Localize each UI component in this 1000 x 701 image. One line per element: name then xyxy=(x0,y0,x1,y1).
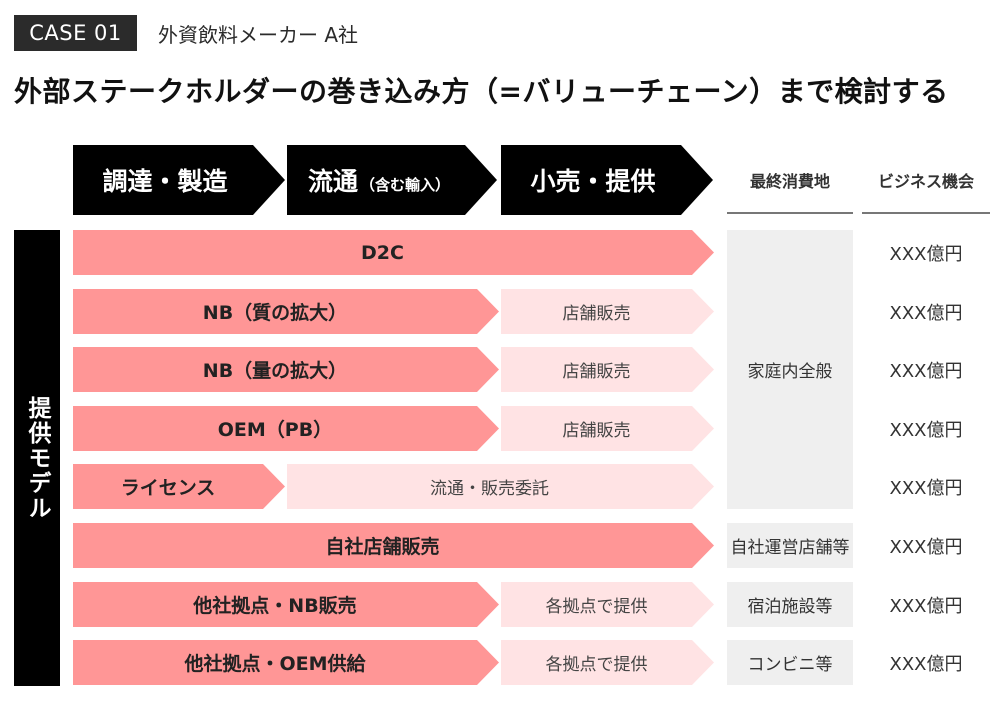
column-divider xyxy=(727,212,853,214)
model-arrow-oem-pb: OEM（PB） xyxy=(73,406,499,451)
consumption-label: 宿泊施設等 xyxy=(747,597,833,617)
retail-label: 流通・販売委託 xyxy=(430,479,549,499)
model-label: ライセンス xyxy=(120,477,216,499)
consumption-label: 家庭内全般 xyxy=(747,362,833,382)
side-label: 提供モデル xyxy=(24,395,50,521)
opportunity-value: XXX億円 xyxy=(889,595,963,617)
stage-distribution: 流通 （含む輸入） xyxy=(287,145,497,215)
model-label: 他社拠点・NB販売 xyxy=(193,595,357,617)
consumption-cell: 自社運営店舗等 xyxy=(727,523,853,568)
opportunity-value: XXX億円 xyxy=(889,243,963,265)
consumption-cell: 家庭内全般 xyxy=(727,230,853,509)
model-label: NB（量の拡大） xyxy=(202,360,348,382)
retail-arrow: 各拠点で提供 xyxy=(501,582,714,627)
model-label: 自社店舗販売 xyxy=(325,536,440,558)
side-label-bar: 提供モデル xyxy=(14,230,60,686)
model-label: 他社拠点・OEM供給 xyxy=(184,653,366,675)
model-arrow-nb-quality: NB（質の拡大） xyxy=(73,289,499,334)
column-header-opportunity: ビジネス機会 xyxy=(877,172,974,191)
model-label: D2C xyxy=(361,241,404,264)
model-arrow-d2c: D2C xyxy=(73,230,714,275)
model-arrow-own-store: 自社店舗販売 xyxy=(73,523,714,568)
stage-label: 調達・製造 xyxy=(102,167,228,196)
retail-arrow: 店舗販売 xyxy=(501,289,714,334)
model-label: OEM（PB） xyxy=(217,419,333,441)
stage-label: 流通 xyxy=(307,167,358,196)
retail-label: 店舗販売 xyxy=(562,304,631,324)
page-title: 外部ステークホルダーの巻き込み方（=バリューチェーン）まで検討する xyxy=(14,75,949,108)
model-arrow-nb-volume: NB（量の拡大） xyxy=(73,347,499,392)
stage-label: 小売・提供 xyxy=(530,167,656,196)
opportunity-value: XXX億円 xyxy=(889,536,963,558)
consumption-cell: 宿泊施設等 xyxy=(727,582,853,627)
model-label: NB（質の拡大） xyxy=(202,302,348,324)
consumption-cell: コンビニ等 xyxy=(727,640,853,685)
case-badge: CASE 01 xyxy=(14,15,137,51)
opportunity-value: XXX億円 xyxy=(889,653,963,675)
retail-arrow: 店舗販売 xyxy=(501,406,714,451)
retail-arrow: 流通・販売委託 xyxy=(287,464,714,509)
stage-sublabel: （含む輸入） xyxy=(360,176,451,194)
column-header-consumption: 最終消費地 xyxy=(749,172,830,191)
opportunity-value: XXX億円 xyxy=(889,302,963,324)
model-arrow-partner-nb: 他社拠点・NB販売 xyxy=(73,582,499,627)
retail-arrow: 各拠点で提供 xyxy=(501,640,714,685)
column-divider xyxy=(862,212,990,214)
model-arrow-license: ライセンス xyxy=(73,464,285,509)
model-arrow-partner-oem: 他社拠点・OEM供給 xyxy=(73,640,499,685)
retail-label: 各拠点で提供 xyxy=(545,655,648,675)
retail-label: 店舗販売 xyxy=(562,421,631,441)
consumption-label: コンビニ等 xyxy=(747,655,833,675)
opportunity-value: XXX億円 xyxy=(889,360,963,382)
opportunity-value: XXX億円 xyxy=(889,419,963,441)
consumption-label: 自社運営店舗等 xyxy=(730,538,850,558)
case-subtitle: 外資飲料メーカー A社 xyxy=(158,22,359,47)
opportunity-value: XXX億円 xyxy=(889,477,963,499)
stage-retail-provision: 小売・提供 xyxy=(501,145,713,215)
retail-arrow: 店舗販売 xyxy=(501,347,714,392)
stage-procurement-manufacturing: 調達・製造 xyxy=(73,145,285,215)
retail-label: 店舗販売 xyxy=(562,362,631,382)
retail-label: 各拠点で提供 xyxy=(545,597,648,617)
